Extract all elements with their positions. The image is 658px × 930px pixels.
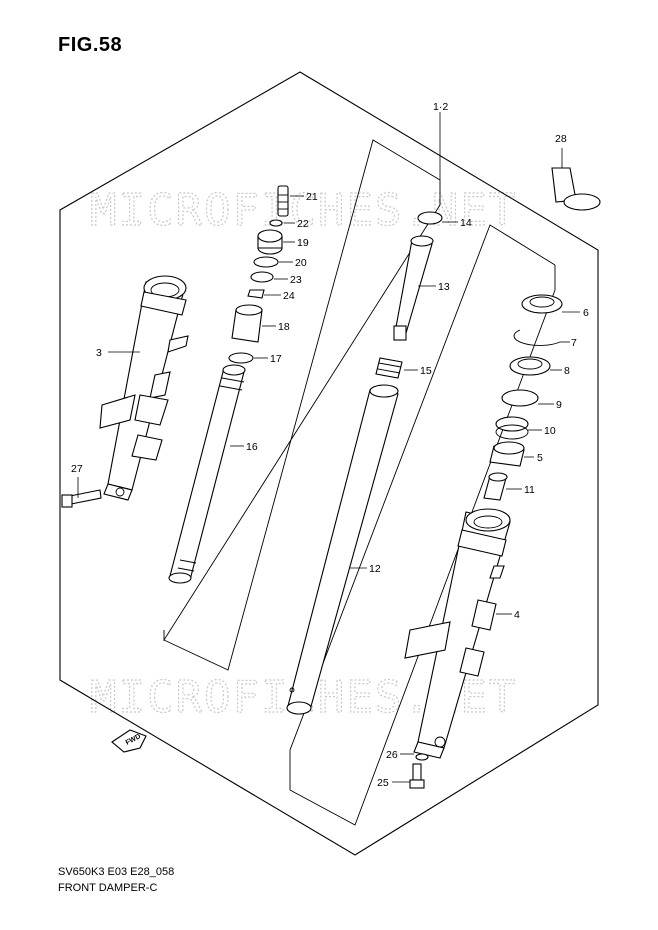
part-9-washer bbox=[501, 389, 539, 407]
part-13-damper-rod bbox=[393, 235, 434, 341]
part-5-slide-metal bbox=[489, 441, 525, 467]
callout-17: 17 bbox=[270, 353, 282, 365]
callout-10: 10 bbox=[544, 425, 556, 437]
part-10-guide-metal bbox=[495, 416, 529, 440]
callout-15: 15 bbox=[420, 365, 432, 377]
callout-19: 19 bbox=[297, 237, 309, 249]
callout-21: 21 bbox=[306, 191, 318, 203]
callout-12: 12 bbox=[369, 563, 381, 575]
part-24-clip bbox=[247, 289, 265, 299]
part-25-bolt bbox=[409, 763, 425, 789]
callout-16: 16 bbox=[246, 441, 258, 453]
callout-14: 14 bbox=[460, 217, 472, 229]
fwd-arrow-icon: FWD bbox=[111, 729, 147, 753]
part-18-spacer bbox=[231, 304, 263, 343]
callout-23: 23 bbox=[290, 274, 302, 286]
callout-26: 26 bbox=[386, 749, 398, 761]
callout-13: 13 bbox=[438, 281, 450, 293]
watermark-top: MICROFICHES.NET bbox=[90, 185, 517, 236]
assembly-bracket-left bbox=[163, 139, 441, 671]
callout-28: 28 bbox=[555, 133, 567, 145]
callout-6: 6 bbox=[583, 307, 589, 319]
assembly-bracket-right bbox=[289, 224, 556, 826]
part-16-fork-spring bbox=[168, 364, 246, 584]
part-12-inner-tube bbox=[286, 384, 399, 715]
part-26-washer bbox=[415, 753, 429, 761]
model-code: SV650K3 E03 E28_058 bbox=[58, 866, 175, 878]
part-28-reflector bbox=[551, 167, 601, 211]
part-27-bolt bbox=[61, 489, 102, 508]
part-20-o-ring bbox=[253, 256, 279, 268]
part-21-adjuster bbox=[277, 185, 289, 217]
part-4-outer-tube-right bbox=[404, 508, 511, 759]
callout-7: 7 bbox=[571, 337, 577, 349]
callout-3: 3 bbox=[96, 347, 102, 359]
part-23-washer bbox=[250, 271, 274, 283]
callout-20: 20 bbox=[295, 257, 307, 269]
callout-5: 5 bbox=[537, 452, 543, 464]
figure-name: FRONT DAMPER-C bbox=[58, 882, 158, 894]
callout-18: 18 bbox=[278, 321, 290, 333]
callout-11: 11 bbox=[524, 484, 535, 496]
outer-frame bbox=[59, 71, 599, 856]
part-17-washer bbox=[228, 352, 254, 364]
callout-24: 24 bbox=[283, 290, 295, 302]
callout-27: 27 bbox=[71, 463, 83, 475]
part-11-damper-piece bbox=[483, 472, 508, 501]
part-8-oil-seal bbox=[509, 356, 551, 376]
callout-4: 4 bbox=[514, 609, 520, 621]
part-6-dust-seal bbox=[521, 294, 563, 314]
callout-22: 22 bbox=[297, 218, 309, 230]
part-7-stopper-ring bbox=[513, 329, 561, 346]
callout-8: 8 bbox=[564, 365, 570, 377]
part-15-rebound-spring bbox=[375, 357, 403, 379]
figure-title: FIG.58 bbox=[58, 34, 123, 56]
part-22-o-ring bbox=[269, 219, 283, 227]
part-19-cap-bolt bbox=[257, 229, 283, 255]
callout-25: 25 bbox=[377, 777, 389, 789]
part-3-outer-tube-left bbox=[99, 275, 189, 501]
callout-9: 9 bbox=[556, 399, 562, 411]
part-14-ring bbox=[417, 211, 443, 225]
callout-1-2: 1·2 bbox=[433, 101, 448, 113]
